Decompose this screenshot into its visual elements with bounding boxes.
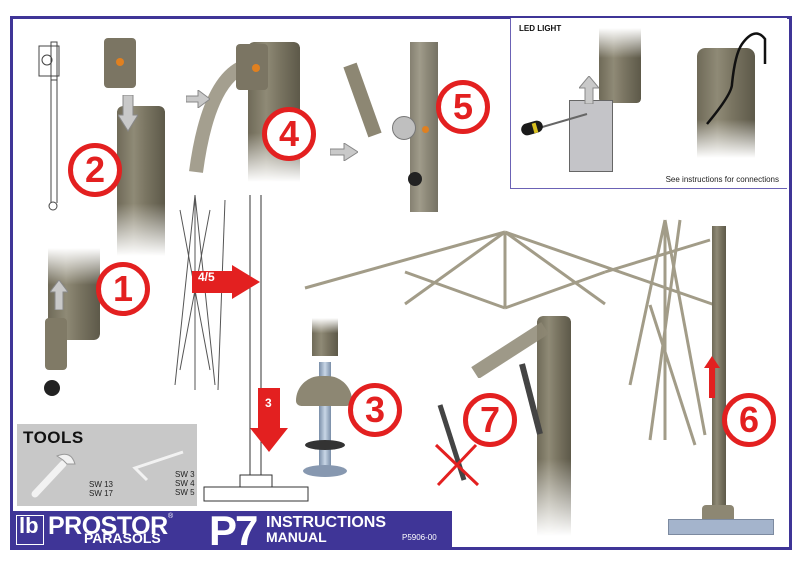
step-2-badge: 2 — [68, 143, 122, 197]
hex-key-size-1: SW 3 — [175, 470, 195, 479]
wrench-size-1: SW 13 — [89, 480, 114, 489]
brand-subtitle: PARASOLS — [84, 530, 161, 546]
arm-step-7 — [471, 322, 549, 378]
arrow-down-red-icon — [250, 388, 288, 452]
manual-title-line-1: INSTRUCTIONS — [266, 514, 386, 531]
pole-step-2 — [117, 106, 165, 256]
weight-cap — [296, 376, 352, 406]
manual-title-line-2: MANUAL — [266, 529, 327, 545]
led-pole-right — [697, 48, 755, 158]
hex-key-size-3: SW 5 — [175, 488, 195, 497]
led-light-panel: LED LIGHT See instructions for connectio… — [510, 18, 787, 189]
gas-spring-crossed-out-icon — [434, 404, 480, 487]
footer-banner: lb PROSTOR ® PARASOLS P7 INSTRUCTIONS MA… — [10, 507, 452, 554]
hex-key-icon — [132, 450, 184, 482]
base-plate — [303, 465, 347, 477]
flange-ring — [305, 440, 345, 450]
wrench-size-2: SW 17 — [89, 489, 114, 498]
folded-canopy-step-6 — [628, 219, 707, 446]
document-code: P5906-00 — [402, 533, 437, 542]
brand-name: PROSTOR — [48, 512, 168, 540]
hex-key-size-2: SW 4 — [175, 479, 195, 488]
tools-panel: TOOLS SW 13 SW 17 SW 3 SW 4 SW 5 — [17, 424, 197, 506]
led-pole — [599, 28, 641, 103]
step-6-badge: 6 — [722, 393, 776, 447]
gas-spring-installed — [519, 363, 543, 435]
arrow-up-grey-icon — [50, 280, 68, 310]
led-connection-note: See instructions for connections — [665, 175, 779, 184]
step-3-badge: 3 — [348, 383, 402, 437]
pulley-wheel — [392, 116, 416, 140]
step-5-badge: 5 — [436, 80, 490, 134]
led-cable — [706, 32, 767, 125]
pole-step-6 — [712, 226, 726, 520]
registered-mark: ® — [168, 513, 174, 520]
pole-foot — [702, 505, 734, 519]
lb-logo-text: lb — [19, 513, 39, 538]
base-plate-step-6 — [668, 519, 774, 535]
bracket-outline-drawing — [38, 41, 60, 211]
bolt-orange — [252, 64, 260, 72]
model-name: P7 — [209, 507, 258, 554]
knob-icon — [44, 380, 60, 396]
arrow-right-grey-icon — [330, 143, 358, 161]
arrow-up-red-icon — [704, 356, 720, 398]
canopy-frame-drawing — [304, 230, 716, 310]
arrow-up-grey-icon — [579, 76, 599, 104]
bolt-orange — [116, 58, 124, 66]
step-7-badge: 7 — [463, 393, 517, 447]
arrow-down-grey-icon — [118, 95, 138, 132]
arrow-4-5-label: 4/5 — [198, 270, 215, 284]
pole-step-7 — [537, 316, 571, 536]
wrench-icon — [31, 453, 76, 498]
arrow-right-grey-icon — [186, 90, 210, 108]
arm-step-4 — [189, 62, 247, 173]
knob-icon — [408, 172, 422, 186]
tools-title: TOOLS — [23, 428, 84, 447]
arm-step-5 — [343, 62, 382, 138]
screwdriver-icon — [521, 113, 588, 136]
step-4-badge: 4 — [262, 107, 316, 161]
clamp-step-1 — [45, 318, 67, 370]
bolt-orange — [422, 126, 429, 133]
arrow-3-label: 3 — [265, 396, 272, 410]
step-1-badge: 1 — [96, 262, 150, 316]
arrow-right-red-icon — [192, 265, 260, 299]
led-light-title: LED LIGHT — [519, 24, 562, 33]
pole-base-outline-drawing — [203, 195, 309, 502]
pole-stub-step-3 — [312, 318, 338, 356]
lb-logo: lb — [16, 513, 44, 545]
